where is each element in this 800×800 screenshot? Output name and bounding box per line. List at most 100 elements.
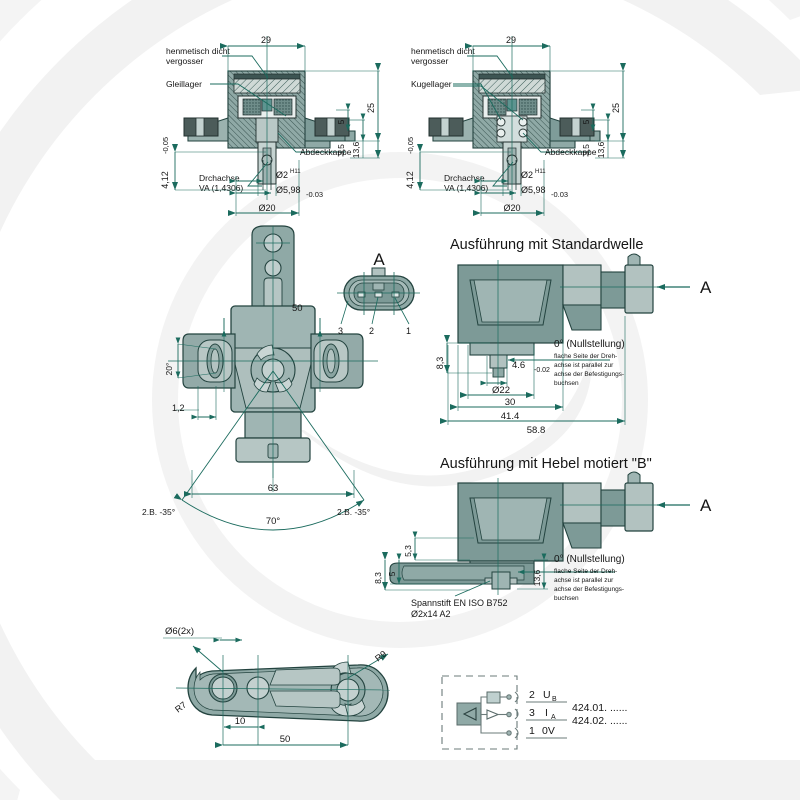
sensor-body-top [168, 300, 378, 478]
note-line2-standard: achse ist parallel zur [554, 362, 614, 369]
dim-width-29 [220, 43, 306, 72]
dim-label-12: 1,2 [172, 403, 185, 413]
dim2-label-bore: Ø2 [521, 170, 533, 180]
dim-angle-20 [175, 337, 217, 379]
note-line1-standard: flache Seite der Dreh- [554, 353, 617, 360]
amplifier-symbol [456, 702, 482, 726]
terminal-sub-2: B [552, 696, 557, 703]
dim-label-bore-fit: H11 [290, 169, 301, 175]
dim2-label-pilot-dia: Ø20 [503, 203, 520, 213]
dims-lever-version [382, 531, 548, 591]
callout2-shaft-line2: VA (1,4306) [444, 183, 488, 193]
callout-shaft-line2: VA (1,4306) [199, 183, 243, 193]
dim-412 [172, 144, 266, 191]
connector-pin-2: 2 [369, 326, 374, 336]
dim-label-412-tol: -0,05 [161, 137, 170, 154]
callout-leaders-2 [453, 55, 590, 187]
terminal-sub-3: A [551, 714, 556, 721]
dim-label-136-lever: 13,6 [532, 569, 542, 586]
dim-label-46-tol: -0.02 [534, 367, 550, 374]
terminal-pin-1: 1 [529, 725, 535, 737]
note-nullstellung-lever: 0° (Nullstellung) flache Seite der Dreh-… [518, 554, 625, 602]
view-arrow-label-a-lever: A [700, 496, 712, 515]
note-heading-lever: 0° (Nullstellung) [554, 554, 625, 565]
callout-leaders [210, 55, 345, 187]
callout-hermetic-line2: vergosser [166, 56, 203, 66]
dim2-label-bore-fit: H11 [535, 169, 546, 175]
callout-bearing: Gleillager [166, 79, 202, 89]
limit-left-label: 2.B. -35° [142, 507, 175, 517]
dim2-label-29: 29 [506, 35, 516, 45]
callout-hermetic-line1: henmetisch dicht [166, 46, 230, 56]
dim-label-83-standard: 8,3 [435, 357, 445, 370]
standard-shaft-body [457, 253, 672, 385]
view-arrow-label-a-standard: A [700, 278, 712, 297]
note-line4-standard: buchsen [554, 380, 579, 387]
title-standard-shaft: Ausführung mit Standardwelle [450, 237, 643, 253]
note-line3-lever: achse der Befestigungs- [554, 586, 624, 593]
connector-label-a: A [373, 250, 385, 269]
dim-label-29: 29 [261, 35, 271, 45]
dim2-label-5: 5 [581, 119, 591, 124]
dim2-label-shaft-tol: -0.03 [551, 190, 568, 199]
dims-lever-detail [163, 637, 389, 748]
housing-cross-section-2 [428, 36, 601, 200]
title-lever-version: Ausführung mit Hebel motiert "B" [440, 456, 652, 472]
dim2-label-35: 3,5 [581, 144, 591, 156]
housing-cross-section [183, 36, 356, 200]
dim2-vertical-group [551, 63, 626, 159]
section-view-gleitlager: henmetisch dicht vergosser Gleillager Ab… [160, 35, 381, 216]
dims-standard-shaft [440, 310, 626, 425]
variant-lever-mounted: Ausführung mit Hebel motiert "B" A [373, 456, 712, 619]
variant-standard-shaft: Ausführung mit Standardwelle A [435, 237, 712, 436]
spannstift-line1: Spannstift EN ISO B752 [411, 598, 508, 608]
note-line4-lever: buchsen [554, 595, 579, 602]
limit-right-label: 2.B. -35° [337, 507, 370, 517]
dim-bores [228, 160, 300, 216]
dim-label-shaft-dia: Ø5,98 [276, 185, 301, 195]
note-heading-standard: 0° (Nullstellung) [554, 339, 625, 350]
dim-label-412: 4,12 [160, 171, 170, 189]
dim2-bores [473, 160, 545, 216]
callout2-hermetic-line2: vergosser [411, 56, 448, 66]
lever-detail-view: Ø6(2x) R7 R9 10 50 [163, 626, 391, 748]
dim-label-angle-20: 20° [164, 363, 174, 376]
dim-label-sweep-70: 70° [266, 516, 281, 527]
dim-12 [176, 386, 217, 420]
note-line3-standard: achse der Befestigungs- [554, 371, 624, 378]
callout2-shaft-line1: Drchachse [444, 173, 485, 183]
dim-label-136: 13,6 [351, 141, 361, 158]
dim2-label-412: 4,12 [405, 171, 415, 189]
callout2-cover: Abdeckkappe [545, 147, 597, 157]
callout2-hermetic-line1: henmetisch dicht [411, 46, 475, 56]
dim-label-83-lever: 8,3 [373, 572, 383, 584]
dim-label-53: 5,3 [403, 545, 413, 557]
view-arrow-a-lever: A [657, 496, 712, 515]
dim-label-63: 63 [268, 483, 279, 494]
dim-label-10: 10 [235, 716, 246, 727]
terminal-label-3: I [545, 707, 548, 719]
dim-label-shaft-tol: -0.03 [306, 190, 323, 199]
dim-label-5: 5 [336, 119, 346, 124]
view-arrow-a-standard: A [657, 278, 712, 297]
dim-label-414: 41.4 [501, 411, 520, 422]
note-line2-lever: achse ist parallel zur [554, 577, 614, 584]
wiring-lines [480, 691, 567, 739]
connector-pins [357, 291, 400, 298]
dim-label-30: 30 [505, 397, 516, 408]
terminal-label-2: U [543, 689, 551, 701]
connector-leaders [337, 272, 420, 325]
dim-label-5-lever: 5 [387, 571, 397, 576]
dim2-label-25: 25 [611, 103, 621, 113]
dim-label-lever-50: 50 [292, 303, 303, 314]
dim-label-588: 58.8 [527, 425, 546, 436]
dim2-label-shaft-dia: Ø5,98 [521, 185, 546, 195]
dim2-width-29 [465, 43, 551, 72]
callout2-bearing: Kugellager [411, 79, 452, 89]
terminal-pin-3: 3 [529, 707, 535, 719]
dim-label-46: 4.6 [512, 360, 525, 371]
section-view-kugellager: henmetisch dicht vergosser Kugellager Ab… [405, 35, 626, 216]
spannstift-line2: Ø2x14 A2 [411, 609, 451, 619]
